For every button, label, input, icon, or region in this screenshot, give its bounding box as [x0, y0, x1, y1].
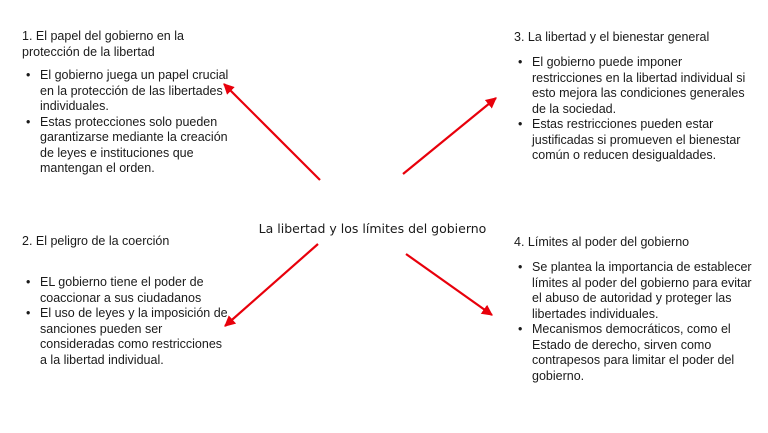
bullet-item: El gobierno puede imponer restricciones …: [518, 55, 754, 117]
section-2: 2. El peligro de la coerción EL gobierno…: [22, 233, 232, 368]
section-1-bullets: El gobierno juega un papel crucial en la…: [22, 68, 232, 177]
section-4-title: 4. Límites al poder del gobierno: [514, 235, 690, 249]
bullet-item: Mecanismos democráticos, como el Estado …: [518, 322, 754, 384]
section-4-bullets: Se plantea la importancia de establecer …: [514, 260, 754, 384]
arrow-to-section-2: [224, 243, 319, 327]
arrow-to-section-4: [405, 253, 493, 316]
section-3-bullets: El gobierno puede imponer restricciones …: [514, 55, 754, 164]
bullet-item: Se plantea la importancia de establecer …: [518, 260, 754, 322]
bullet-item: EL gobierno tiene el poder de coaccionar…: [26, 275, 232, 306]
section-3: 3. La libertad y el bienestar general El…: [514, 29, 754, 164]
section-4: 4. Límites al poder del gobierno Se plan…: [514, 234, 754, 384]
section-1-title: 1. El papel del gobierno en la protecció…: [22, 29, 184, 59]
arrow-to-section-1: [223, 83, 321, 181]
section-3-title: 3. La libertad y el bienestar general: [514, 30, 710, 44]
section-1: 1. El papel del gobierno en la protecció…: [22, 28, 232, 177]
central-topic: La libertad y los límites del gobierno: [258, 221, 487, 236]
arrow-to-section-3: [402, 97, 497, 175]
bullet-item: El uso de leyes y la imposición de sanci…: [26, 306, 232, 368]
bullet-item: El gobierno juega un papel crucial en la…: [26, 68, 232, 115]
section-2-bullets: EL gobierno tiene el poder de coaccionar…: [22, 275, 232, 368]
section-2-title: 2. El peligro de la coerción: [22, 234, 170, 248]
bullet-item: Estas protecciones solo pueden garantiza…: [26, 115, 232, 177]
bullet-item: Estas restricciones pueden estar justifi…: [518, 117, 754, 164]
